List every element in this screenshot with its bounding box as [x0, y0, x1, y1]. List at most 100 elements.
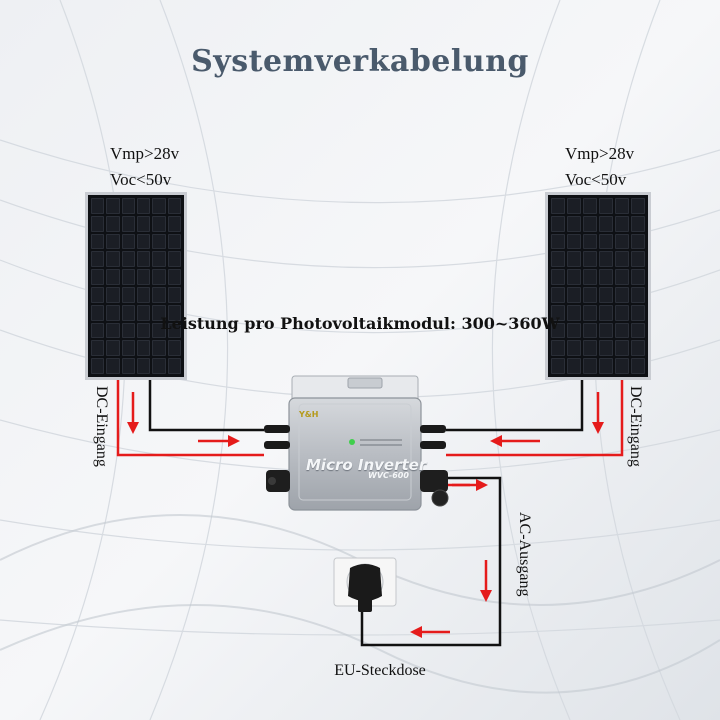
solar-cell [551, 269, 565, 285]
solar-cell [167, 269, 181, 285]
solar-cell [152, 322, 166, 339]
solar-cell [631, 269, 645, 285]
solar-cell [106, 198, 120, 214]
solar-cell [615, 287, 629, 303]
solar-cell [106, 269, 120, 285]
solar-cell [121, 358, 135, 374]
solar-cell [152, 340, 166, 357]
solar-cell [121, 287, 135, 303]
solar-cell [121, 269, 135, 285]
solar-cell [121, 322, 135, 339]
solar-cell [551, 215, 565, 232]
solar-cell [167, 304, 181, 321]
solar-cell [121, 251, 135, 268]
solar-cell [583, 322, 597, 339]
solar-cell [91, 322, 105, 339]
solar-cell [599, 269, 613, 285]
solar-cell [152, 287, 166, 303]
solar-cell [136, 215, 151, 232]
solar-cell [551, 340, 565, 357]
solar-cell [551, 358, 565, 374]
solar-cell [91, 304, 105, 321]
solar-cell [121, 198, 135, 214]
solar-cell [136, 358, 151, 374]
solar-cell [583, 287, 597, 303]
solar-cell [583, 340, 597, 357]
solar-cell [121, 233, 135, 250]
inverter-fine-print [360, 439, 402, 446]
left-dc-input-label: DC-Eingang [93, 386, 110, 467]
solar-cell [583, 304, 597, 321]
solar-cell [152, 251, 166, 268]
micro-inverter [264, 375, 449, 511]
solar-cell [136, 322, 151, 339]
solar-cell [551, 233, 565, 250]
inverter-model: WVC-600 [368, 471, 409, 480]
solar-cell [567, 251, 581, 268]
solar-cell [167, 233, 181, 250]
solar-cell [615, 233, 629, 250]
solar-cell [106, 287, 120, 303]
solar-cell [106, 322, 120, 339]
right-vmp-label: Vmp>28v [565, 144, 635, 163]
solar-cell [631, 304, 645, 321]
solar-cell [567, 287, 581, 303]
solar-cell [567, 198, 581, 214]
solar-cell [167, 340, 181, 357]
solar-cell [106, 304, 120, 321]
status-led [349, 439, 355, 445]
solar-cell [136, 304, 151, 321]
solar-cell [136, 269, 151, 285]
left-dc-wires [116, 380, 264, 457]
solar-cell [567, 233, 581, 250]
solar-cell [136, 251, 151, 268]
solar-cell [167, 358, 181, 374]
solar-cell [615, 304, 629, 321]
solar-cell [91, 198, 105, 214]
right-dc-input-label: DC-Eingang [627, 386, 644, 467]
solar-cell [567, 304, 581, 321]
solar-cell [106, 251, 120, 268]
solar-cell [91, 215, 105, 232]
solar-cell [152, 269, 166, 285]
solar-cell [583, 198, 597, 214]
solar-cell [152, 233, 166, 250]
solar-cell [551, 304, 565, 321]
solar-cell [136, 287, 151, 303]
solar-cell [152, 198, 166, 214]
solar-cell [631, 233, 645, 250]
solar-cell [599, 287, 613, 303]
solar-cell [631, 251, 645, 268]
solar-cell [615, 215, 629, 232]
solar-cell [136, 340, 151, 357]
left-solar-panel [85, 192, 187, 380]
solar-cell [599, 215, 613, 232]
solar-cell [615, 251, 629, 268]
solar-cell [615, 358, 629, 374]
solar-cell [631, 340, 645, 357]
solar-cell [106, 233, 120, 250]
solar-cell [91, 269, 105, 285]
power-per-module-label: Leistung pro Photovoltaikmodul: 300~360W [160, 314, 560, 333]
solar-cell [551, 251, 565, 268]
solar-cell [583, 251, 597, 268]
solar-cell [121, 215, 135, 232]
flow-arrows [127, 392, 604, 638]
solar-cell [599, 304, 613, 321]
solar-cell [615, 340, 629, 357]
ac-output-label: AC-Ausgang [516, 512, 533, 597]
solar-cell [567, 358, 581, 374]
solar-cell [599, 233, 613, 250]
solar-cell [91, 287, 105, 303]
solar-cell [567, 269, 581, 285]
solar-cell [583, 358, 597, 374]
solar-cell [567, 215, 581, 232]
solar-cell [583, 269, 597, 285]
socket-label: EU-Steckdose [334, 662, 426, 679]
solar-cell [167, 322, 181, 339]
solar-cell [631, 358, 645, 374]
solar-cell [583, 215, 597, 232]
solar-cell [167, 251, 181, 268]
solar-cell [599, 251, 613, 268]
right-solar-panel [545, 192, 651, 380]
